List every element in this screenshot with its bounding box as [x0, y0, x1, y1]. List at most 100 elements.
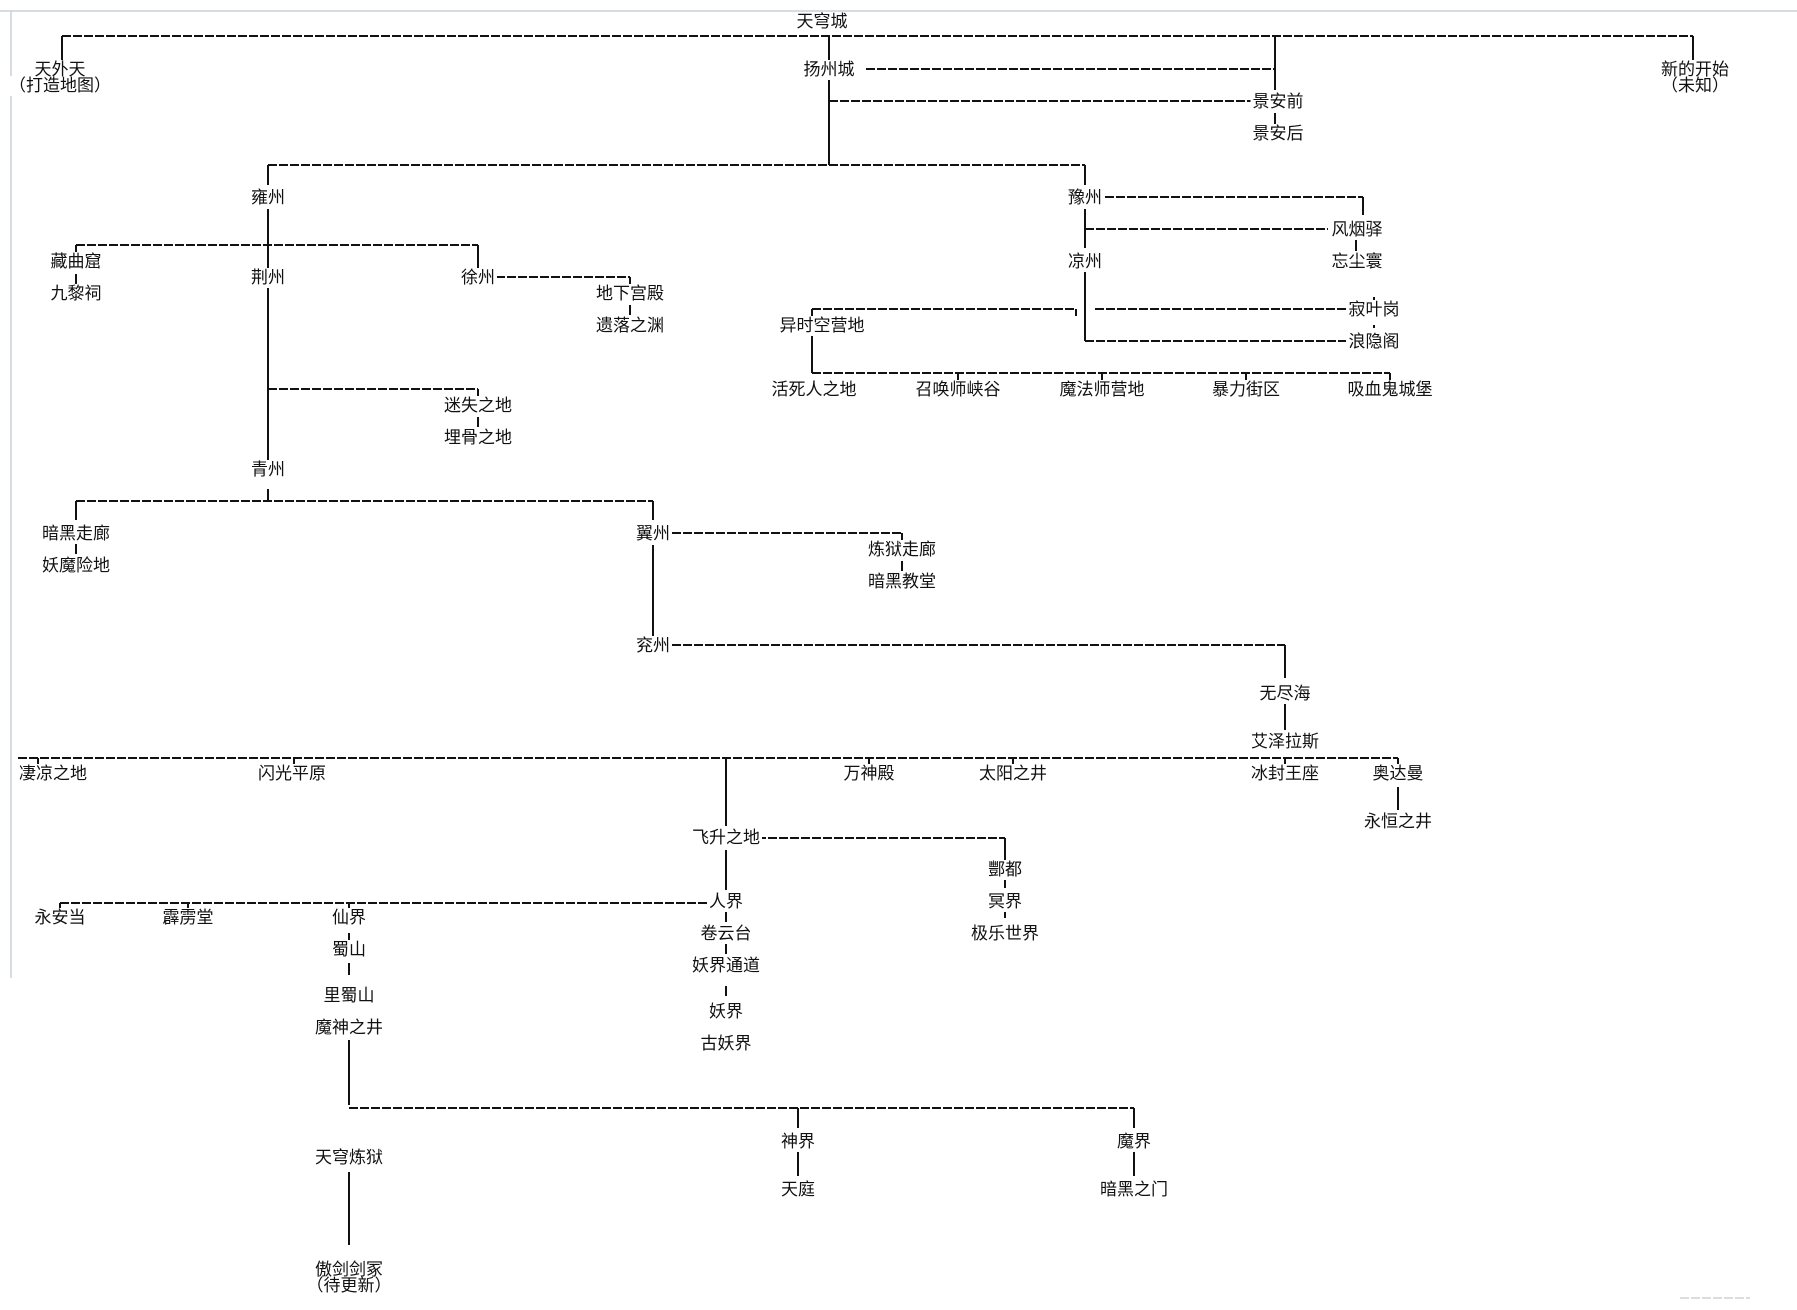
- node-yongheng-zhijing: 永恒之井: [1364, 812, 1432, 832]
- node-aojian-jianzhong: 傲剑剑冢: [315, 1260, 383, 1280]
- node-aizelasi: 艾泽拉斯: [1251, 732, 1319, 752]
- node-xindekaishi-note: （未知）: [1661, 76, 1729, 96]
- node-anhei-zoulang: 暗黑走廊: [42, 524, 110, 544]
- label-background: [1370, 764, 1426, 784]
- node-huosiren: 活死人之地: [772, 380, 857, 400]
- label-background: [801, 60, 857, 80]
- label-background: [977, 764, 1049, 784]
- label-background: [48, 252, 104, 272]
- label-background: [48, 284, 104, 304]
- label-background: [1249, 732, 1321, 752]
- node-feisheng-zhidi: 飞升之地: [692, 828, 760, 848]
- node-yaomo-xiandi: 妖魔险地: [42, 556, 110, 576]
- label-background: [1115, 1132, 1153, 1152]
- label-background: [1250, 92, 1306, 112]
- label-background: [249, 460, 287, 480]
- node-anhei-jiaotang: 暗黑教堂: [868, 572, 936, 592]
- label-background: [1346, 332, 1402, 352]
- node-zhaohuanshi: 召唤师峡谷: [916, 380, 1001, 400]
- label-background: [777, 316, 867, 336]
- node-anhei-zhimen: 暗黑之门: [1100, 1180, 1168, 1200]
- node-mofashi: 魔法师营地: [1060, 380, 1145, 400]
- node-liangzhou: 凉州: [1068, 252, 1102, 272]
- label-background: [594, 284, 666, 304]
- node-jingan-hou: 景安后: [1253, 124, 1304, 144]
- node-qiliang-zhidi: 凄凉之地: [19, 764, 87, 784]
- node-langyin-ge: 浪隐阁: [1349, 332, 1400, 352]
- label-background: [40, 524, 112, 544]
- node-labels: 天穹城 天外天 （打造地图） 新的开始 （未知） 扬州城 景安前 景安后 雍州 …: [9, 12, 1729, 1296]
- label-background: [1659, 60, 1731, 80]
- node-yiluo-zhiyuan: 遗落之渊: [596, 316, 664, 336]
- label-background: [779, 1132, 817, 1152]
- label-background: [17, 764, 89, 784]
- label-background: [690, 828, 762, 848]
- label-background: [769, 380, 859, 400]
- node-fengyanyi: 风烟驿: [1332, 220, 1383, 240]
- label-background: [1257, 684, 1313, 704]
- node-xuzhou: 徐州: [461, 268, 495, 288]
- node-xindekaishi: 新的开始: [1661, 60, 1729, 80]
- node-shushan: 蜀山: [332, 940, 366, 960]
- node-yongzhou: 雍州: [251, 188, 285, 208]
- label-background: [1066, 252, 1104, 272]
- label-background: [160, 908, 216, 928]
- node-jiuli-ci: 九黎祠: [51, 284, 102, 304]
- label-background: [841, 764, 897, 784]
- label-background: [1066, 188, 1104, 208]
- node-maigu-zhidi: 埋骨之地: [444, 428, 512, 448]
- node-qingzhou: 青州: [251, 460, 285, 480]
- node-taiyang-zhijing: 太阳之井: [979, 764, 1047, 784]
- node-xianjie: 仙界: [332, 908, 366, 928]
- node-jingan-qian: 景安前: [1253, 92, 1304, 112]
- label-background: [986, 860, 1024, 880]
- label-background: [442, 428, 514, 448]
- node-guyaojie: 古妖界: [701, 1034, 752, 1054]
- node-lishushan: 里蜀山: [324, 986, 375, 1006]
- label-background: [1250, 124, 1306, 144]
- label-background: [1210, 380, 1282, 400]
- label-background: [1057, 380, 1147, 400]
- node-yanzhou: 兖州: [636, 636, 670, 656]
- node-pilitang: 霹雳堂: [163, 908, 214, 928]
- node-tianqiong-cheng: 天穹城: [797, 12, 848, 32]
- label-background: [1329, 251, 1385, 272]
- node-yuzhou: 豫州: [1068, 188, 1102, 208]
- label-background: [313, 1018, 385, 1038]
- node-jile-shijie: 极乐世界: [971, 924, 1039, 944]
- label-background: [1329, 220, 1385, 240]
- label-background: [1345, 380, 1435, 400]
- node-yishikong-yingdi: 异时空营地: [780, 316, 865, 336]
- label-background: [249, 188, 287, 208]
- label-backgrounds: [7, 12, 1731, 1296]
- node-shanguang-pingyuan: 闪光平原: [258, 764, 326, 784]
- label-background: [7, 76, 113, 96]
- node-mingjie: 冥界: [988, 892, 1022, 912]
- label-background: [313, 1148, 385, 1168]
- connector-lines: [18, 35, 1750, 1299]
- node-tianqiong-lianyu: 天穹炼狱: [315, 1148, 383, 1168]
- label-background: [1362, 812, 1434, 832]
- label-background: [913, 380, 1003, 400]
- label-background: [698, 924, 754, 944]
- frame: [0, 10, 1797, 978]
- label-background: [707, 1002, 745, 1022]
- node-yangzhou: 扬州城: [804, 60, 855, 80]
- node-mojie: 魔界: [1117, 1132, 1151, 1152]
- label-background: [1098, 1180, 1170, 1200]
- node-aojian-jianzhong-note: （待更新）: [307, 1276, 392, 1296]
- node-wujinhai: 无尽海: [1260, 684, 1311, 704]
- node-mishi-zhidi: 迷失之地: [444, 396, 512, 416]
- label-background: [40, 556, 112, 576]
- label-background: [459, 268, 497, 288]
- node-yongandang: 永安当: [35, 908, 86, 928]
- node-yaojie-tongdao: 妖界通道: [692, 956, 760, 976]
- node-juanyuntai: 卷云台: [701, 924, 752, 944]
- node-renjie: 人界: [709, 892, 743, 912]
- label-background: [866, 572, 938, 592]
- node-yaojie: 妖界: [709, 1002, 743, 1022]
- label-background: [313, 1260, 385, 1280]
- label-background: [32, 60, 88, 80]
- label-background: [249, 268, 287, 288]
